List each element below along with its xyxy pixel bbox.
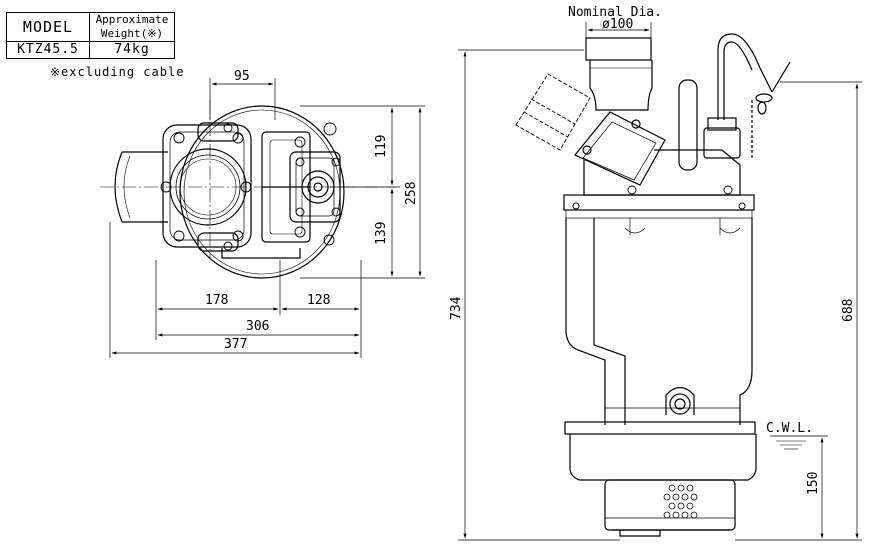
weight-value: 74kg bbox=[89, 41, 175, 59]
dim-377: 377 bbox=[224, 337, 247, 352]
dim-150: 150 bbox=[806, 472, 821, 495]
nominal-dia-value: ø100 bbox=[602, 17, 633, 32]
plan-dimensions bbox=[109, 78, 425, 358]
model-value: KTZ45.5 bbox=[6, 41, 90, 59]
side-dimensions bbox=[458, 22, 862, 541]
dim-128: 128 bbox=[307, 293, 330, 308]
weight-header-line1: Approximate bbox=[95, 13, 169, 26]
weight-header: Approximate Weight(※) bbox=[89, 12, 175, 42]
dim-688: 688 bbox=[841, 299, 856, 322]
plan-view bbox=[100, 100, 395, 279]
dim-258: 258 bbox=[404, 182, 419, 205]
side-view bbox=[515, 33, 791, 537]
dim-734: 734 bbox=[449, 296, 464, 320]
nominal-dia-label: Nominal Dia. bbox=[568, 5, 662, 20]
footnote-excluding-cable: ※excluding cable bbox=[50, 65, 185, 79]
cwl-label: C.W.L. bbox=[766, 421, 813, 436]
dim-119: 119 bbox=[374, 135, 389, 158]
dim-95: 95 bbox=[234, 69, 250, 84]
model-header: MODEL bbox=[6, 12, 90, 42]
dim-178: 178 bbox=[205, 293, 228, 308]
dim-139: 139 bbox=[374, 222, 389, 245]
weight-header-line2: Weight(※) bbox=[100, 27, 164, 40]
dim-306: 306 bbox=[246, 319, 269, 334]
spec-table: MODEL Approximate Weight(※) KTZ45.5 74kg bbox=[6, 12, 175, 59]
